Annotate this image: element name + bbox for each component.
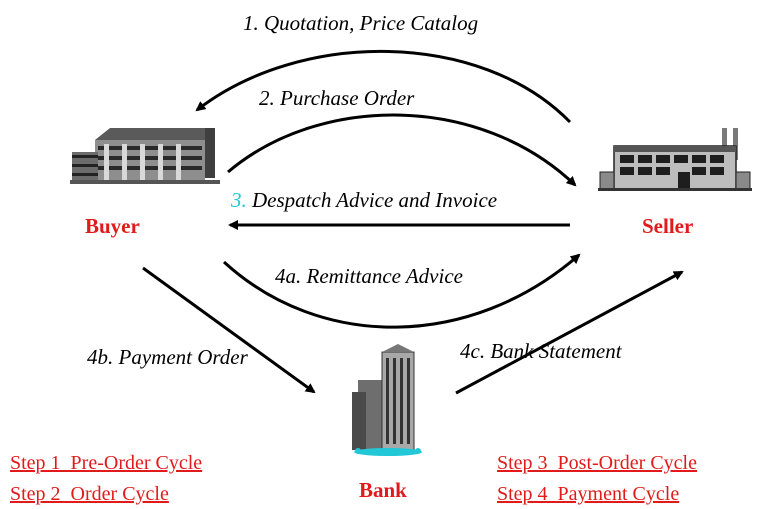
label-bank-statement: 4c. Bank Statement — [460, 339, 623, 363]
buyer-building-icon — [70, 128, 220, 184]
step-3-link[interactable]: Step 3 Post-Order Cycle — [497, 452, 697, 474]
arrow-bank-statement — [455, 270, 684, 395]
step-1-link[interactable]: Step 1 Pre-Order Cycle — [10, 452, 203, 474]
label-despatch-invoice: 3. Despatch Advice and Invoice — [230, 188, 497, 212]
arrow-payment-order — [142, 266, 316, 394]
arrow-remittance — [222, 253, 581, 329]
arrow-quotation — [195, 49, 572, 124]
label-remittance: 4a. Remittance Advice — [275, 264, 463, 288]
label-payment-order: 4b. Payment Order — [87, 345, 249, 369]
label-despatch-number: 3. — [230, 188, 247, 212]
seller-factory-icon — [598, 128, 752, 191]
label-purchase-order: 2. Purchase Order — [259, 86, 415, 110]
entity-buyer: Buyer — [85, 214, 140, 238]
label-quotation: 1. Quotation, Price Catalog — [243, 11, 478, 35]
arrow-purchase-order — [227, 113, 577, 187]
entity-bank: Bank — [359, 478, 407, 502]
flow-arrows — [142, 49, 684, 395]
bank-building-icon — [352, 344, 422, 456]
step-2-link[interactable]: Step 2 Order Cycle — [10, 483, 169, 505]
entity-seller: Seller — [642, 214, 693, 238]
step-4-link[interactable]: Step 4 Payment Cycle — [497, 483, 680, 505]
label-despatch-text: Despatch Advice and Invoice — [247, 188, 497, 212]
